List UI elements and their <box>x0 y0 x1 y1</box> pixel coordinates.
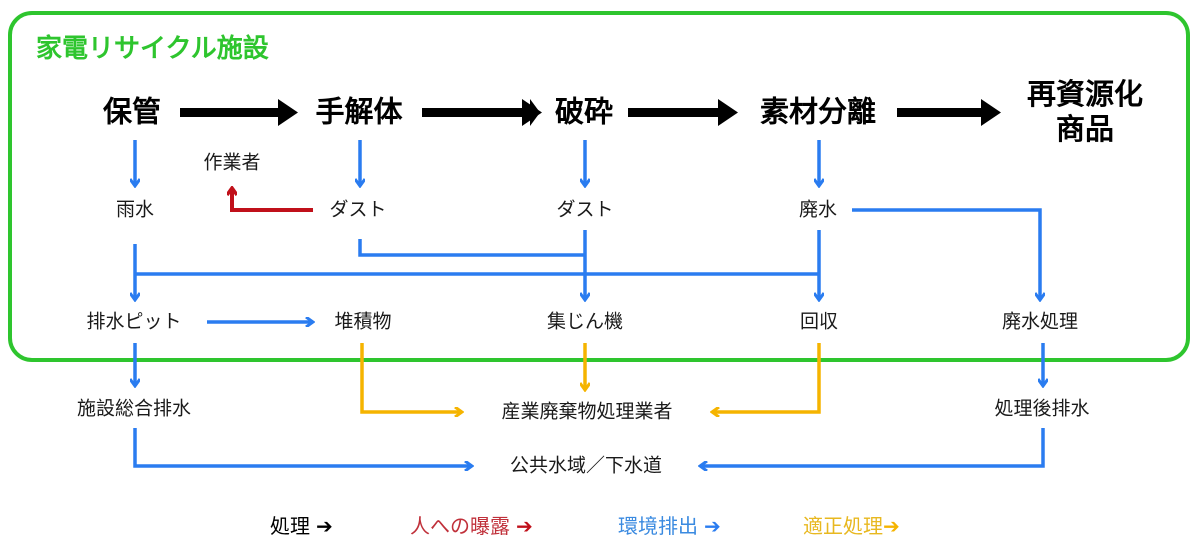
step-disassembly: 手解体 <box>315 94 403 129</box>
legend-process: 処理➔ <box>270 510 333 539</box>
arrow-treated-public <box>700 428 1045 466</box>
line-dust1-collector <box>358 239 585 257</box>
arrow-dust-worker <box>232 188 313 212</box>
legend-proper: 適正処理➔ <box>803 510 900 539</box>
node-worker: 作業者 <box>203 151 261 174</box>
arrow-recovery-industrial <box>712 343 821 412</box>
node-rainwater: 雨水 <box>115 198 155 221</box>
legend-exposure-label: 人への曝露 <box>410 514 510 538</box>
legend-proper-arrow-icon: ➔ <box>883 514 900 538</box>
node-recovery: 回収 <box>799 310 839 333</box>
node-drain-pit: 排水ピット <box>86 310 182 333</box>
step-crushing: 破砕 <box>554 94 614 129</box>
proper-treatment-arrows <box>360 343 821 412</box>
step-product-line1: 再資源化 <box>1026 77 1144 112</box>
process-arrow-disassembly-crushing <box>422 99 542 126</box>
step-product: 再資源化 商品 <box>1027 77 1143 147</box>
node-sediment: 堆積物 <box>334 310 392 333</box>
node-dust-collector: 集じん機 <box>546 310 624 333</box>
legend-process-arrow-icon: ➔ <box>316 514 333 538</box>
process-arrow-crushing-separation <box>628 99 738 126</box>
node-dust-disassembly: ダスト <box>329 198 387 221</box>
arrow-sediment-industrial <box>360 343 462 412</box>
arrow-facility-drainage-public <box>133 428 472 466</box>
process-arrow-separation-product <box>897 99 1001 126</box>
step-separation: 素材分離 <box>759 94 877 129</box>
facility-boundary <box>8 11 1190 362</box>
step-product-line2: 商品 <box>1055 112 1115 146</box>
node-wastewater-treatment: 廃水処理 <box>1001 310 1079 333</box>
exposure-arrows <box>232 188 313 212</box>
node-wastewater: 廃水 <box>798 198 838 221</box>
facility-title: 家電リサイクル施設 <box>36 34 269 64</box>
emission-arrows <box>135 140 1043 466</box>
legend-exposure: 人への曝露➔ <box>410 510 533 539</box>
legend-exposure-arrow-icon: ➔ <box>516 514 533 538</box>
process-arrow-storage-disassembly <box>180 99 298 126</box>
legend-proper-label: 適正処理 <box>803 514 883 538</box>
legend-process-label: 処理 <box>270 514 310 538</box>
step-storage: 保管 <box>102 94 162 129</box>
arrow-wastewater-treatment <box>852 208 1040 300</box>
node-dust-crushing: ダスト <box>556 198 614 221</box>
legend-emission-arrow-icon: ➔ <box>704 514 721 538</box>
legend-emission: 環境排出➔ <box>618 510 721 539</box>
legend-emission-label: 環境排出 <box>618 514 698 538</box>
node-public-water: 公共水域／下水道 <box>509 454 663 477</box>
node-treated-drainage: 処理後排水 <box>994 397 1090 420</box>
process-arrows <box>180 99 1001 126</box>
node-facility-drainage: 施設総合排水 <box>76 397 192 420</box>
node-industrial-waste: 産業廃棄物処理業者 <box>501 400 673 423</box>
